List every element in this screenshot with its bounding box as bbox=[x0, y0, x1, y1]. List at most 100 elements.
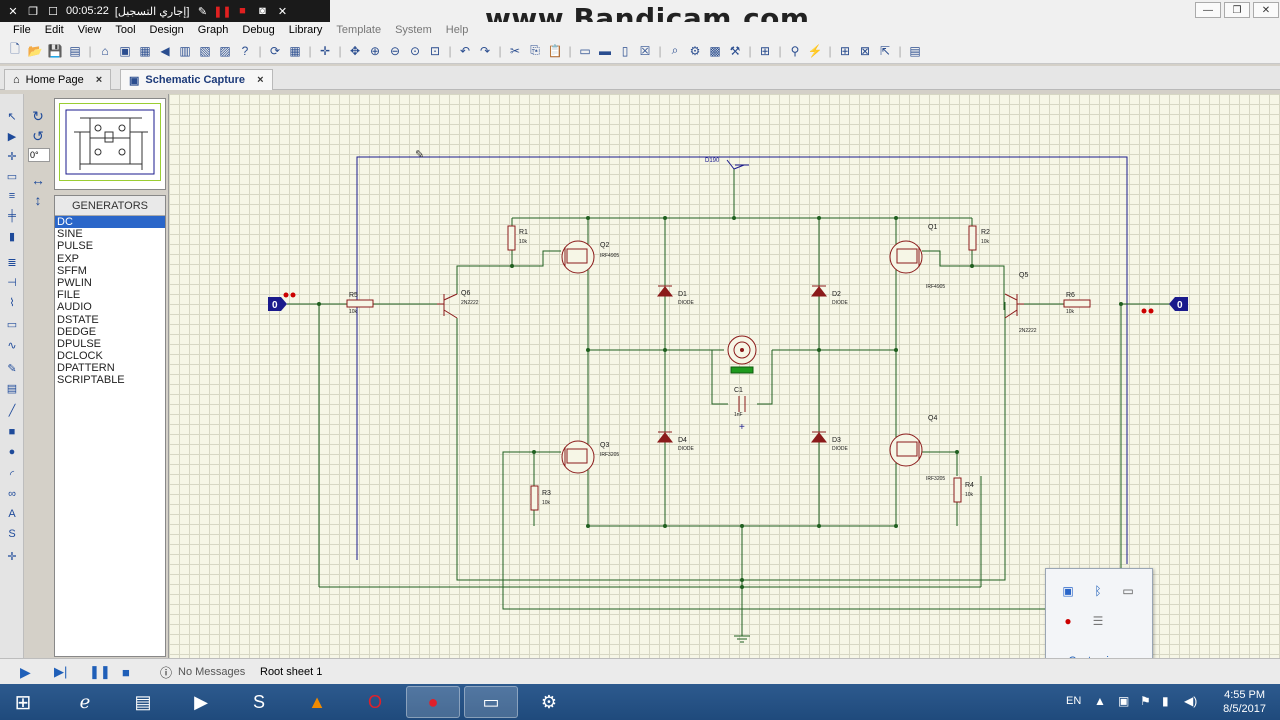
volume-icon[interactable]: ◀) bbox=[1184, 694, 1198, 708]
overview-window[interactable] bbox=[54, 98, 166, 190]
grid-icon[interactable]: ▦ bbox=[289, 43, 301, 58]
paste-icon[interactable]: 📋 bbox=[547, 43, 563, 58]
box-tool-icon[interactable]: ■ bbox=[8, 426, 16, 438]
property-tool-icon[interactable]: ⚡ bbox=[807, 43, 823, 58]
generator-item-audio[interactable]: AUDIO bbox=[57, 301, 92, 314]
generator-item-sffm[interactable]: SFFM bbox=[57, 264, 87, 277]
resistor-r5[interactable] bbox=[346, 299, 374, 308]
zoom-in-icon[interactable]: ⊕ bbox=[369, 43, 381, 58]
block-move-icon[interactable]: ▬ bbox=[599, 43, 611, 58]
mosfet-q3[interactable] bbox=[561, 440, 595, 474]
diode-d1[interactable] bbox=[656, 285, 674, 297]
minimize-button[interactable]: — bbox=[1195, 2, 1221, 18]
document-icon[interactable]: ☰ bbox=[1092, 614, 1104, 628]
pause-icon[interactable]: ❚❚ bbox=[89, 664, 111, 679]
resistor-r2[interactable] bbox=[968, 225, 977, 251]
generator-item-dedge[interactable]: DEDGE bbox=[57, 325, 97, 338]
generator-item-dpattern[interactable]: DPATTERN bbox=[57, 362, 115, 375]
menu-design[interactable]: Design bbox=[149, 24, 184, 36]
bluetooth-icon[interactable]: ᛒ bbox=[1094, 584, 1102, 598]
generator-mode-icon[interactable]: ∿ bbox=[7, 339, 17, 352]
marker-tool-icon[interactable]: ✛ bbox=[7, 550, 17, 563]
play-icon[interactable]: ▶ bbox=[20, 663, 31, 680]
stop-icon[interactable]: ■ bbox=[122, 664, 130, 680]
graph-mode-icon[interactable]: ⌇ bbox=[9, 296, 15, 309]
generator-item-scriptable[interactable]: SCRIPTABLE bbox=[57, 374, 125, 387]
resistor-r3[interactable] bbox=[530, 485, 539, 511]
vlc-icon[interactable]: ▲ bbox=[308, 691, 326, 712]
generator-item-pulse[interactable]: PULSE bbox=[57, 240, 94, 253]
schematic-drawing[interactable]: D190 0 0 bbox=[169, 94, 1280, 658]
cut-icon[interactable]: ✂ bbox=[509, 43, 521, 58]
circle-tool-icon[interactable]: ● bbox=[8, 446, 16, 458]
block-rotate-icon[interactable]: ▯ bbox=[621, 43, 629, 58]
overview-viewport[interactable] bbox=[59, 103, 161, 181]
virtual-instruments-icon[interactable]: ▤ bbox=[6, 382, 18, 395]
generator-item-sine[interactable]: SINE bbox=[57, 228, 83, 241]
close-tab-icon[interactable]: × bbox=[257, 74, 264, 86]
step-icon[interactable]: ▶| bbox=[54, 664, 68, 679]
generator-item-dc[interactable]: DC bbox=[55, 216, 165, 229]
tab-schematic-capture[interactable]: ▣ Schematic Capture × bbox=[120, 69, 273, 90]
wire-label-icon[interactable]: ▭ bbox=[6, 170, 18, 183]
menu-template[interactable]: Template bbox=[336, 24, 382, 36]
buses-icon[interactable]: ╪ bbox=[8, 210, 16, 222]
menu-file[interactable]: File bbox=[13, 24, 31, 36]
signal-icon[interactable]: ▮ bbox=[1162, 694, 1169, 708]
menu-debug[interactable]: Debug bbox=[242, 24, 275, 36]
junction-dot-icon[interactable]: ✛ bbox=[7, 150, 17, 163]
generator-item-file[interactable]: FILE bbox=[57, 289, 81, 302]
diode-d2[interactable] bbox=[810, 285, 828, 297]
terminals-icon[interactable]: ≣ bbox=[7, 256, 17, 269]
generator-item-dclock[interactable]: DCLOCK bbox=[57, 350, 103, 363]
code-icon[interactable]: ▨ bbox=[219, 43, 231, 58]
bom-icon[interactable]: ▥ bbox=[179, 43, 191, 58]
tab-home-page[interactable]: ⌂ Home Page × bbox=[4, 69, 112, 90]
undo-icon[interactable]: ↶ bbox=[459, 43, 471, 58]
show-hidden-icons[interactable]: ▲ bbox=[1094, 694, 1106, 708]
mirror-x-icon[interactable]: ↔ bbox=[31, 172, 45, 188]
tape-recorder-icon[interactable]: ▭ bbox=[6, 318, 18, 331]
close-recorder-icon[interactable]: ✕ bbox=[277, 5, 288, 18]
text-script-icon[interactable]: ≡ bbox=[8, 190, 16, 202]
language-indicator[interactable]: EN bbox=[1066, 695, 1082, 707]
text-tool-icon[interactable]: A bbox=[8, 508, 16, 520]
make-device-icon[interactable]: ⚙ bbox=[689, 43, 701, 58]
copy-icon[interactable]: ⎘ bbox=[530, 43, 540, 57]
generator-item-exp[interactable]: EXP bbox=[57, 252, 80, 265]
origin-icon[interactable]: ✛ bbox=[319, 43, 331, 58]
proteus-window-icon[interactable]: ▭ bbox=[464, 686, 518, 718]
symbol-tool-icon[interactable]: S bbox=[8, 528, 16, 540]
menu-view[interactable]: View bbox=[77, 24, 102, 36]
selection-mode-icon[interactable]: ↖ bbox=[7, 110, 17, 123]
rotation-angle-field[interactable] bbox=[28, 148, 50, 162]
zoom-out-icon[interactable]: ⊖ bbox=[389, 43, 401, 58]
left-logic-state[interactable]: 0 bbox=[268, 292, 296, 312]
pencil-icon[interactable]: ✎ bbox=[197, 5, 208, 18]
decompose-icon[interactable]: ⚒ bbox=[729, 43, 741, 58]
zoom-area-icon[interactable]: ⊡ bbox=[429, 43, 441, 58]
gerber-icon[interactable]: ▧ bbox=[199, 43, 211, 58]
save-all-icon[interactable]: ▤ bbox=[69, 43, 81, 58]
app-s-icon[interactable]: S bbox=[252, 691, 265, 712]
power-terminal-icon[interactable] bbox=[726, 159, 749, 170]
mosfet-q4[interactable] bbox=[889, 433, 923, 467]
save-icon[interactable]: 💾 bbox=[47, 43, 63, 58]
menu-help[interactable]: Help bbox=[445, 24, 469, 36]
menu-graph[interactable]: Graph bbox=[197, 24, 229, 36]
right-logic-state[interactable]: 0 bbox=[1141, 297, 1189, 314]
window-icon[interactable]: ☐ bbox=[48, 5, 58, 18]
generator-item-dstate[interactable]: DSTATE bbox=[57, 313, 99, 326]
network-icon[interactable]: ▣ bbox=[1118, 694, 1130, 708]
opera-icon[interactable]: O bbox=[367, 691, 382, 712]
block-delete-icon[interactable]: ☒ bbox=[639, 43, 651, 58]
maximize-button[interactable]: ❐ bbox=[1224, 2, 1250, 18]
transistor-q5[interactable] bbox=[1004, 293, 1024, 319]
resistor-r6[interactable] bbox=[1063, 299, 1091, 308]
exit-parent-icon[interactable]: ⇱ bbox=[879, 43, 891, 58]
device-icon[interactable]: ▭ bbox=[1122, 584, 1134, 598]
zoom-all-icon[interactable]: ⊙ bbox=[409, 43, 421, 58]
rotate-clockwise-icon[interactable]: ↻ bbox=[32, 107, 44, 124]
block-copy-icon[interactable]: ▭ bbox=[579, 43, 591, 58]
close-button[interactable]: ✕ bbox=[1253, 2, 1279, 18]
